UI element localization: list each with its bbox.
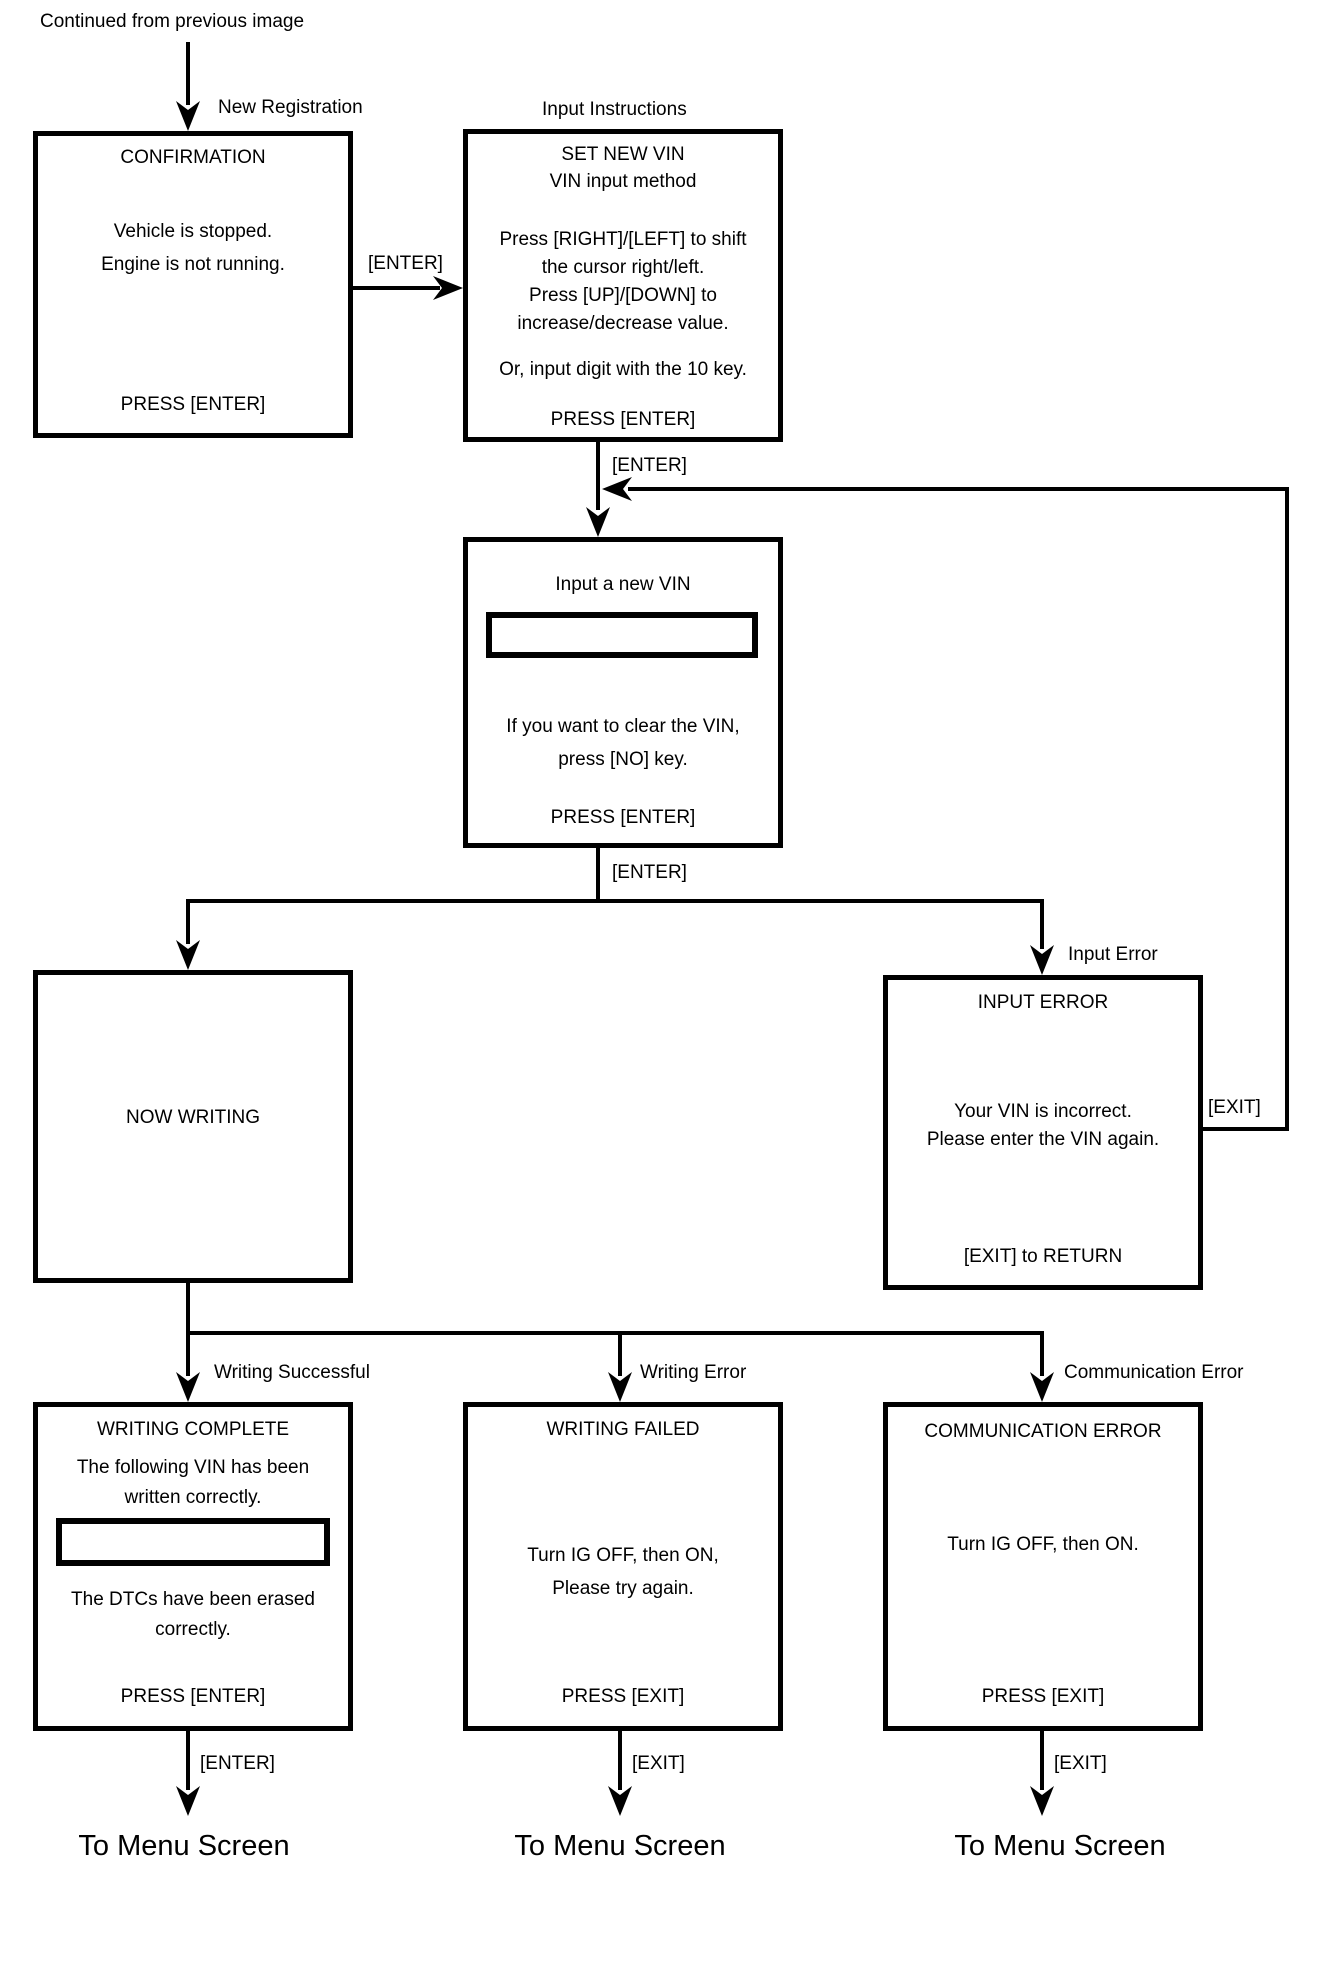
arrow-input-to-branch <box>596 848 600 903</box>
set-new-vin-screen-box: SET NEW VIN VIN input method Press [RIGH… <box>463 129 783 442</box>
branch-label-writing-error: Writing Error <box>640 1362 747 1383</box>
arrowhead-down-icon <box>586 507 610 537</box>
edge-label-enter: [ENTER] <box>612 862 687 883</box>
terminal-to-menu-screen: To Menu Screen <box>78 1830 290 1862</box>
edge-label-exit: [EXIT] <box>1208 1097 1261 1118</box>
branch-label-input-error: Input Error <box>1068 944 1158 965</box>
screen-text-line: Engine is not running. <box>101 254 285 275</box>
confirmation-screen-box: CONFIRMATION Vehicle is stopped. Engine … <box>33 131 353 438</box>
screen-text-line: The DTCs have been erased <box>71 1589 315 1610</box>
input-error-screen-box: INPUT ERROR Your VIN is incorrect. Pleas… <box>883 975 1203 1290</box>
screen-title: SET NEW VIN <box>561 144 685 165</box>
drop-to-communication-error <box>1040 1331 1044 1376</box>
drop-to-now-writing <box>186 899 190 944</box>
terminal-to-menu-screen: To Menu Screen <box>954 1830 1166 1862</box>
exit-feedback-line-connector <box>1203 1127 1289 1131</box>
screen-footer: PRESS [EXIT] <box>561 1686 685 1707</box>
continued-from-label: Continued from previous image <box>40 11 305 32</box>
screen-footer: PRESS [ENTER] <box>120 1686 266 1707</box>
screen-text-line: written correctly. <box>124 1487 262 1508</box>
screen-title: INPUT ERROR <box>977 992 1109 1013</box>
vin-output-field <box>56 1518 330 1566</box>
arrowhead-down-icon <box>1030 945 1054 975</box>
arrow-nowwriting-down <box>186 1283 190 1376</box>
edge-label-enter: [ENTER] <box>200 1753 275 1774</box>
arrow-confirmation-to-setvin <box>353 286 440 290</box>
screen-footer: PRESS [ENTER] <box>120 394 266 415</box>
arrowhead-down-icon <box>176 1372 200 1402</box>
screen-text-line: Press [RIGHT]/[LEFT] to shift <box>499 229 747 250</box>
branch-label-new-registration: New Registration <box>218 97 363 118</box>
terminal-to-menu-screen: To Menu Screen <box>514 1830 726 1862</box>
writing-failed-screen-box: WRITING FAILED Turn IG OFF, then ON, Ple… <box>463 1402 783 1731</box>
branch-line-results <box>186 1331 1044 1335</box>
edge-label-enter: [ENTER] <box>612 455 687 476</box>
screen-text-line: Turn IG OFF, then ON. <box>947 1534 1139 1555</box>
screen-footer: [EXIT] to RETURN <box>963 1246 1123 1267</box>
arrowhead-down-icon <box>1030 1786 1054 1816</box>
arrowhead-down-icon <box>176 101 200 131</box>
screen-text-line: increase/decrease value. <box>517 313 729 334</box>
screen-text-line: Turn IG OFF, then ON, <box>527 1545 719 1566</box>
arrowhead-down-icon <box>176 1786 200 1816</box>
branch-line-writing <box>186 899 1044 903</box>
arrowhead-down-icon <box>176 940 200 970</box>
screen-text-line: Your VIN is incorrect. <box>954 1101 1132 1122</box>
screen-title: COMMUNICATION ERROR <box>924 1421 1162 1442</box>
arrow-continued-to-confirmation <box>186 42 190 105</box>
now-writing-screen-box: NOW WRITING <box>33 970 353 1283</box>
screen-text-line: Please try again. <box>552 1578 694 1599</box>
arrowhead-down-icon <box>608 1372 632 1402</box>
arrowhead-down-icon <box>1030 1372 1054 1402</box>
screen-title: Input a new VIN <box>555 574 691 595</box>
exit-feedback-line-top <box>628 487 1289 491</box>
screen-title: WRITING COMPLETE <box>96 1419 290 1440</box>
screen-footer: PRESS [ENTER] <box>550 409 696 430</box>
arrow-complete-to-menu <box>186 1731 190 1790</box>
screen-text-line: The following VIN has been <box>76 1457 310 1478</box>
arrow-commerror-to-menu <box>1040 1731 1044 1790</box>
screen-footer: PRESS [EXIT] <box>981 1686 1105 1707</box>
branch-label-communication-error: Communication Error <box>1064 1362 1244 1383</box>
exit-feedback-line-right <box>1285 487 1289 1131</box>
screen-title: WRITING FAILED <box>546 1419 700 1440</box>
communication-error-screen-box: COMMUNICATION ERROR Turn IG OFF, then ON… <box>883 1402 1203 1731</box>
arrow-failed-to-menu <box>618 1731 622 1790</box>
vin-input-field <box>486 612 758 658</box>
screen-text-line: Or, input digit with the 10 key. <box>499 359 747 380</box>
screen-title: CONFIRMATION <box>120 147 266 168</box>
input-new-vin-screen-box: Input a new VIN If you want to clear the… <box>463 537 783 848</box>
edge-label-enter: [ENTER] <box>368 253 443 274</box>
screen-text-line: If you want to clear the VIN, <box>506 716 740 737</box>
branch-label-writing-successful: Writing Successful <box>214 1362 370 1383</box>
arrowhead-down-icon <box>608 1786 632 1816</box>
screen-text-line: Please enter the VIN again. <box>926 1129 1160 1150</box>
screen-footer: PRESS [ENTER] <box>550 807 696 828</box>
drop-to-input-error <box>1040 899 1044 949</box>
edge-label-exit: [EXIT] <box>1054 1753 1107 1774</box>
screen-text-line: Vehicle is stopped. <box>113 221 273 242</box>
screen-text-line: Press [UP]/[DOWN] to <box>529 285 717 306</box>
branch-label-input-instructions: Input Instructions <box>542 99 687 120</box>
screen-subtitle: VIN input method <box>549 171 697 192</box>
screen-text-line: the cursor right/left. <box>541 257 705 278</box>
arrow-setvin-to-input <box>596 442 600 510</box>
writing-complete-screen-box: WRITING COMPLETE The following VIN has b… <box>33 1402 353 1731</box>
edge-label-exit: [EXIT] <box>632 1753 685 1774</box>
screen-text-line: press [NO] key. <box>558 749 688 770</box>
screen-title: NOW WRITING <box>125 1107 261 1128</box>
screen-text-line: correctly. <box>155 1619 231 1640</box>
drop-to-writing-failed <box>618 1331 622 1376</box>
